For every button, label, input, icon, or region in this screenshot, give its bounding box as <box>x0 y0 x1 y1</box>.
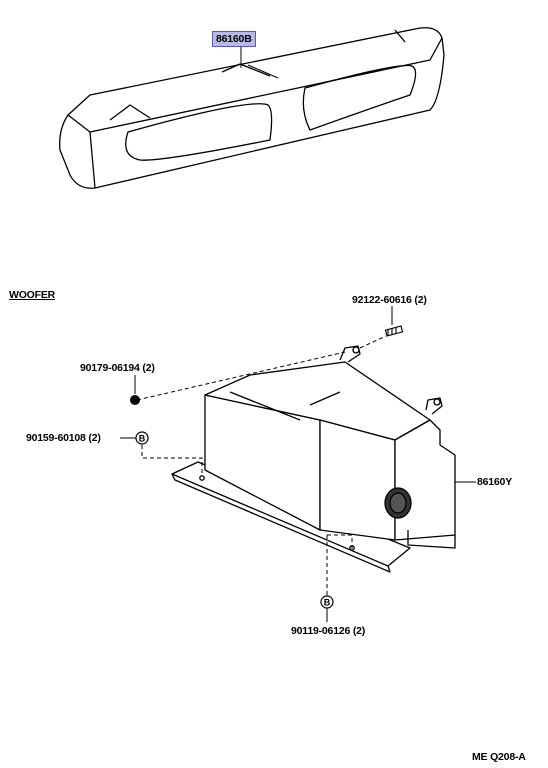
callout-letter-left: B <box>139 434 146 444</box>
part-label-86160y[interactable]: 86160Y <box>477 476 513 488</box>
part-label-90179[interactable]: 90179-06194 (2) <box>80 362 155 374</box>
callout-letter-bottom: B <box>324 598 331 608</box>
nut-90179[interactable] <box>130 395 140 405</box>
part-label-90119[interactable]: 90119-06126 (2) <box>291 625 366 637</box>
dashed-connectors <box>136 335 387 596</box>
part-label-92122[interactable]: 92122-60616 (2) <box>352 294 427 306</box>
screw-callout-left[interactable]: B <box>135 431 149 445</box>
figure-code: ME Q208-A <box>472 751 526 763</box>
screw-callout-bottom[interactable]: B <box>320 595 334 609</box>
rear-shelf-panel[interactable] <box>59 27 445 189</box>
section-title: WOOFER <box>9 289 56 301</box>
part-label-90159[interactable]: 90159-60108 (2) <box>26 432 101 444</box>
bolt-92122[interactable] <box>384 325 404 337</box>
part-label-86160b[interactable]: 86160B <box>212 31 256 47</box>
woofer-box[interactable] <box>171 345 456 573</box>
